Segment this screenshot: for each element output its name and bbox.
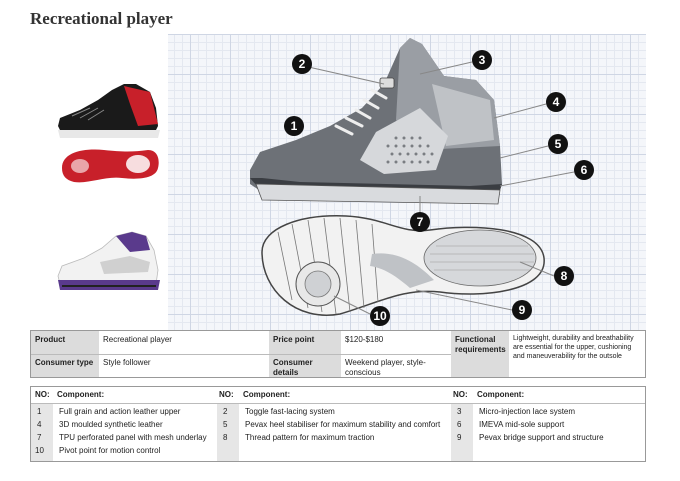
no-header: NO:: [35, 390, 50, 399]
component-header: Component:: [243, 390, 291, 399]
leader-9: [415, 289, 513, 311]
callout-7: 7: [410, 212, 430, 232]
component-text: Pevax heel stabiliser for maximum stabil…: [245, 420, 441, 429]
price-value: $120-$180: [341, 331, 451, 354]
laces: [334, 88, 388, 136]
components-table: NO: Component: NO: Component: NO: Compon…: [30, 386, 646, 462]
leader-2: [303, 65, 385, 85]
component-text: Full grain and action leather upper: [59, 407, 181, 416]
row-divider: [31, 354, 451, 355]
svg-text:7: 7: [417, 215, 424, 229]
component-no: 3: [457, 407, 462, 416]
callout-3: 3: [472, 50, 492, 70]
component-no: 8: [223, 433, 228, 442]
header-divider: [31, 403, 645, 404]
component-text: Toggle fast-lacing system: [245, 407, 335, 416]
component-text: 3D moulded synthetic leather: [59, 420, 163, 429]
component-text: IMEVA mid-sole support: [479, 420, 565, 429]
component-no: 6: [457, 420, 462, 429]
price-label: Price point: [269, 331, 341, 354]
perforated-panel-dots: [386, 136, 434, 164]
svg-text:5: 5: [555, 137, 562, 151]
functional-value: Lightweight, durability and breathabilit…: [509, 331, 645, 377]
svg-text:8: 8: [561, 269, 568, 283]
consumer-details-label: Consumer details: [269, 354, 341, 377]
svg-text:10: 10: [373, 309, 387, 323]
product-info-table: Product Recreational player Price point …: [30, 330, 646, 378]
component-text: Micro-injection lace system: [479, 407, 576, 416]
callout-5: 5: [548, 134, 568, 154]
white-purple-shoe: [57, 231, 160, 290]
num-column-bg-3: [451, 404, 473, 461]
num-column-bg-2: [217, 404, 239, 461]
callout-2: 2: [292, 54, 312, 74]
component-text: Pivot point for motion control: [59, 446, 161, 455]
svg-text:9: 9: [519, 303, 526, 317]
no-header: NO:: [453, 390, 468, 399]
page-title: Recreational player: [30, 9, 173, 28]
num-column-bg-1: [31, 404, 53, 461]
product-value: Recreational player: [99, 331, 269, 354]
svg-text:1: 1: [291, 119, 298, 133]
leader-8: [519, 261, 555, 277]
component-no: 9: [457, 433, 462, 442]
consumer-type-value: Style follower: [99, 354, 269, 377]
black-red-shoe-side: [58, 84, 160, 138]
component-no: 5: [223, 420, 228, 429]
product-label: Product: [31, 331, 99, 354]
shoe-diagram: 1 2 3 4 5 6 7 8 9 10: [57, 38, 594, 326]
callout-9: 9: [512, 300, 532, 320]
callout-10: 10: [370, 306, 390, 326]
component-no: 2: [223, 407, 228, 416]
leader-5: [499, 145, 549, 159]
svg-text:4: 4: [553, 95, 560, 109]
component-header: Component:: [477, 390, 525, 399]
callout-8: 8: [554, 266, 574, 286]
black-red-shoe-sole: [62, 149, 159, 183]
component-text: TPU perforated panel with mesh underlay: [59, 433, 207, 442]
leader-10: [333, 295, 371, 315]
sole-bottom-view: [261, 215, 545, 316]
consumer-details-value: Weekend player, style-conscious: [341, 354, 451, 377]
component-text: Thread pattern for maximum traction: [245, 433, 375, 442]
shoe-side-view: [250, 38, 502, 205]
component-no: 7: [37, 433, 42, 442]
callout-4: 4: [546, 92, 566, 112]
callout-1: 1: [284, 116, 304, 136]
svg-text:3: 3: [479, 53, 486, 67]
svg-text:6: 6: [581, 163, 588, 177]
lace-toggle: [379, 77, 395, 89]
component-text: Pevax bridge support and structure: [479, 433, 604, 442]
component-no: 1: [37, 407, 42, 416]
leader-6: [499, 171, 575, 187]
leader-4: [493, 103, 547, 119]
component-no: 10: [35, 446, 44, 455]
callout-6: 6: [574, 160, 594, 180]
component-no: 4: [37, 420, 42, 429]
functional-label: Functional requirements: [451, 331, 509, 377]
no-header: NO:: [219, 390, 234, 399]
svg-text:2: 2: [299, 57, 306, 71]
component-header: Component:: [57, 390, 105, 399]
consumer-type-label: Consumer type: [31, 354, 99, 377]
leader-3: [419, 61, 473, 75]
